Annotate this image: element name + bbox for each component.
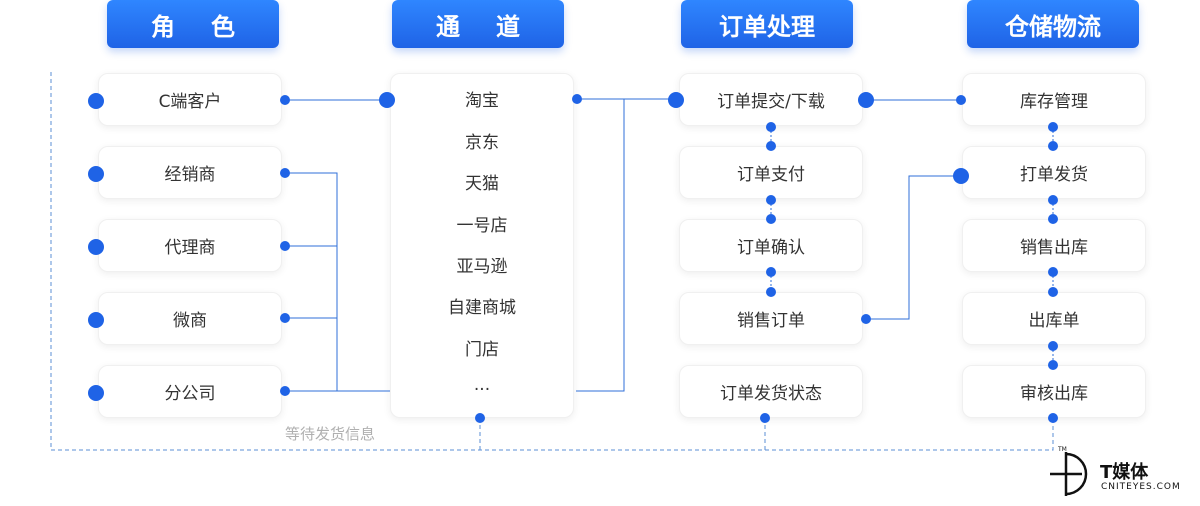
header-order-processing: 订单处理	[681, 0, 853, 48]
order-label: 订单支付	[737, 165, 805, 185]
port-dot	[1048, 267, 1058, 277]
node-dot	[953, 168, 969, 184]
channel-item: ···	[473, 380, 491, 400]
port-dot	[760, 413, 770, 423]
port-dot	[766, 214, 776, 224]
warehouse-label: 销售出库	[1020, 238, 1088, 258]
role-box-branch-company: 分公司	[98, 365, 282, 418]
port-dot	[1048, 214, 1058, 224]
port-dot	[766, 122, 776, 132]
warehouse-box-inventory: 库存管理	[962, 73, 1146, 126]
channel-item: 亚马逊	[456, 257, 508, 277]
port-dot	[766, 141, 776, 151]
order-box-sales-order: 销售订单	[679, 292, 863, 345]
role-label: 微商	[173, 311, 207, 331]
node-dot	[668, 92, 684, 108]
role-label: 经销商	[164, 165, 216, 185]
channel-item: 自建商城	[448, 298, 516, 318]
node-dot	[88, 239, 104, 255]
logo-name: T媒体	[1100, 462, 1149, 483]
order-label: 订单提交/下载	[717, 92, 825, 112]
waiting-shipping-info-label: 等待发货信息	[285, 425, 376, 443]
role-box-c-customer: C端客户	[98, 73, 282, 126]
node-dot	[858, 92, 874, 108]
flow-connectors	[285, 98, 961, 392]
channel-item: 天猫	[465, 174, 499, 194]
logo-mark-icon	[1050, 452, 1088, 496]
brand-logo: TM T媒体 CNITEYES.COM	[1048, 446, 1198, 500]
node-dot	[88, 312, 104, 328]
order-label: 销售订单	[737, 311, 805, 331]
warehouse-label: 打单发货	[1020, 165, 1088, 185]
feedback-loop	[50, 72, 1054, 451]
port-dot	[280, 168, 290, 178]
role-box-agent: 代理商	[98, 219, 282, 272]
node-dot	[88, 166, 104, 182]
port-dot	[475, 413, 485, 423]
port-dot	[1048, 122, 1058, 132]
warehouse-box-sales-outbound: 销售出库	[962, 219, 1146, 272]
step-links	[770, 127, 1054, 365]
channel-item: 淘宝	[465, 91, 499, 111]
warehouse-box-audit-outbound: 审核出库	[962, 365, 1146, 418]
warehouse-label: 库存管理	[1020, 92, 1088, 112]
role-label: 代理商	[164, 238, 216, 258]
role-box-micro-merchant: 微商	[98, 292, 282, 345]
role-box-dealer: 经销商	[98, 146, 282, 199]
port-dot	[766, 195, 776, 205]
logo-trademark: TM	[1058, 446, 1067, 453]
node-dot	[379, 92, 395, 108]
order-label: 订单发货状态	[720, 384, 822, 404]
node-dot	[88, 385, 104, 401]
role-label: C端客户	[158, 92, 222, 112]
port-dots	[280, 94, 1058, 423]
port-dot	[280, 95, 290, 105]
header-warehouse-logistics: 仓储物流	[967, 0, 1139, 48]
order-box-submit-download: 订单提交/下载	[679, 73, 863, 126]
role-label: 分公司	[164, 384, 216, 404]
port-dot	[766, 267, 776, 277]
order-box-shipping-status: 订单发货状态	[679, 365, 863, 418]
port-dot	[766, 287, 776, 297]
port-dot	[1048, 195, 1058, 205]
port-dot	[1048, 341, 1058, 351]
channel-item: 一号店	[456, 216, 508, 236]
port-dot	[572, 94, 582, 104]
header-channels: 通道	[392, 0, 564, 48]
channel-panel: 淘宝 京东 天猫 一号店 亚马逊 自建商城 门店 ···	[390, 73, 574, 418]
channel-item: 门店	[465, 340, 499, 360]
order-label: 订单确认	[737, 238, 805, 258]
order-box-payment: 订单支付	[679, 146, 863, 199]
node-dot	[88, 93, 104, 109]
port-dot	[1048, 287, 1058, 297]
logo-domain: CNITEYES.COM	[1101, 482, 1181, 492]
port-dot	[280, 241, 290, 251]
port-dot	[280, 313, 290, 323]
port-dot	[861, 314, 871, 324]
port-dot	[280, 386, 290, 396]
port-dot	[1048, 360, 1058, 370]
warehouse-label: 出库单	[1028, 311, 1080, 331]
port-dot	[1048, 141, 1058, 151]
warehouse-label: 审核出库	[1020, 384, 1088, 404]
port-dot	[1048, 413, 1058, 423]
channel-item: 京东	[465, 133, 499, 153]
port-dot	[956, 95, 966, 105]
header-roles: 角色	[107, 0, 279, 48]
node-dots	[88, 92, 969, 401]
